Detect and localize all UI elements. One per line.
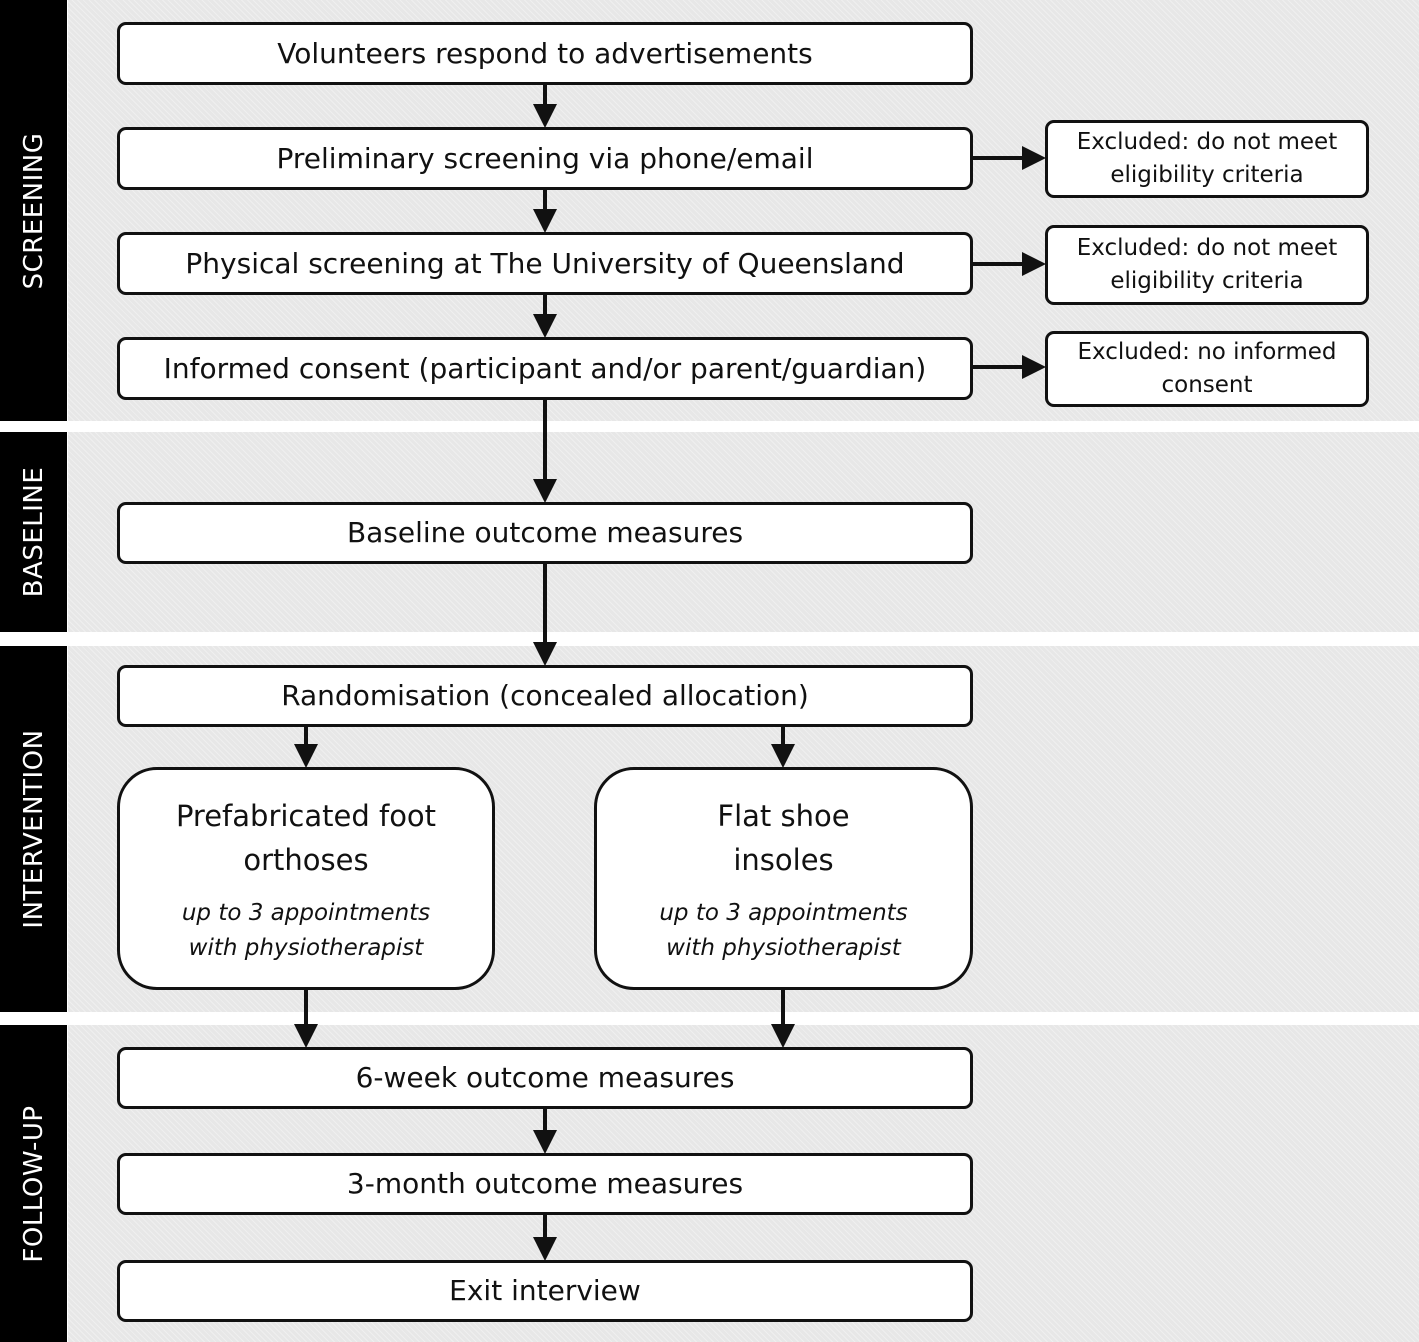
arm-right-detail-line-1: up to 3 appointments [659,900,908,926]
step-physical-screening-text: Physical screening at The University of … [185,246,905,280]
step-six-week-measures: 6-week outcome measures [117,1047,973,1109]
exclusion-physical-line-1: Excluded: do not meet [1076,234,1338,261]
step-informed-consent-text: Informed consent (participant and/or par… [163,351,927,385]
stage-label-baseline: BASELINE [0,432,67,632]
arm-left-title: Prefabricated foot orthoses [120,794,492,882]
arm-right-detail-line-2: with physiotherapist [666,935,901,961]
exclusion-preliminary: Excluded: do not meet eligibility criter… [1045,120,1369,198]
arm-left-detail-line-2: with physiotherapist [188,935,424,961]
arm-left-title-line-1: Prefabricated foot [175,799,437,833]
step-six-week-measures-text: 6-week outcome measures [355,1061,735,1095]
step-exit-interview: Exit interview [117,1260,973,1322]
arm-left-detail-line-1: up to 3 appointments [181,900,431,926]
exclusion-preliminary-line-1: Excluded: do not meet [1076,128,1338,155]
arm-right-title-line-2: insoles [733,843,834,877]
step-physical-screening: Physical screening at The University of … [117,232,973,295]
arm-left-title-line-2: orthoses [243,843,369,877]
step-three-month-measures: 3-month outcome measures [117,1153,973,1215]
exclusion-consent-line-2: consent [1161,372,1253,398]
arm-prefabricated-orthoses: Prefabricated foot orthoses up to 3 appo… [117,767,495,990]
arm-flat-shoe-insoles: Flat shoe insoles up to 3 appointments w… [594,767,973,990]
exclusion-consent-line-1: Excluded: no informed [1077,338,1337,365]
stage-label-intervention: INTERVENTION [0,646,67,1012]
exclusion-physical: Excluded: do not meet eligibility criter… [1045,225,1369,305]
step-randomisation: Randomisation (concealed allocation) [117,665,973,727]
stage-label-screening: SCREENING [0,0,67,421]
step-preliminary-screening: Preliminary screening via phone/email [117,127,973,190]
arm-right-title: Flat shoe insoles [597,794,970,882]
step-exit-interview-text: Exit interview [449,1274,641,1308]
step-baseline-measures-text: Baseline outcome measures [346,516,744,550]
stage-label-followup: FOLLOW-UP [0,1025,67,1342]
exclusion-preliminary-line-2: eligibility criteria [1110,162,1304,188]
exclusion-physical-line-2: eligibility criteria [1110,268,1304,294]
step-informed-consent: Informed consent (participant and/or par… [117,337,973,400]
step-three-month-measures-text: 3-month outcome measures [346,1167,744,1201]
step-volunteers: Volunteers respond to advertisements [117,22,973,85]
arm-right-detail: up to 3 appointments with physiotherapis… [597,896,970,966]
arm-left-detail: up to 3 appointments with physiotherapis… [120,896,492,966]
step-randomisation-text: Randomisation (concealed allocation) [281,679,809,713]
step-volunteers-text: Volunteers respond to advertisements [277,36,813,70]
exclusion-consent: Excluded: no informed consent [1045,331,1369,407]
step-preliminary-screening-text: Preliminary screening via phone/email [276,141,814,175]
step-baseline-measures: Baseline outcome measures [117,502,973,564]
arm-right-title-line-1: Flat shoe [717,799,850,833]
